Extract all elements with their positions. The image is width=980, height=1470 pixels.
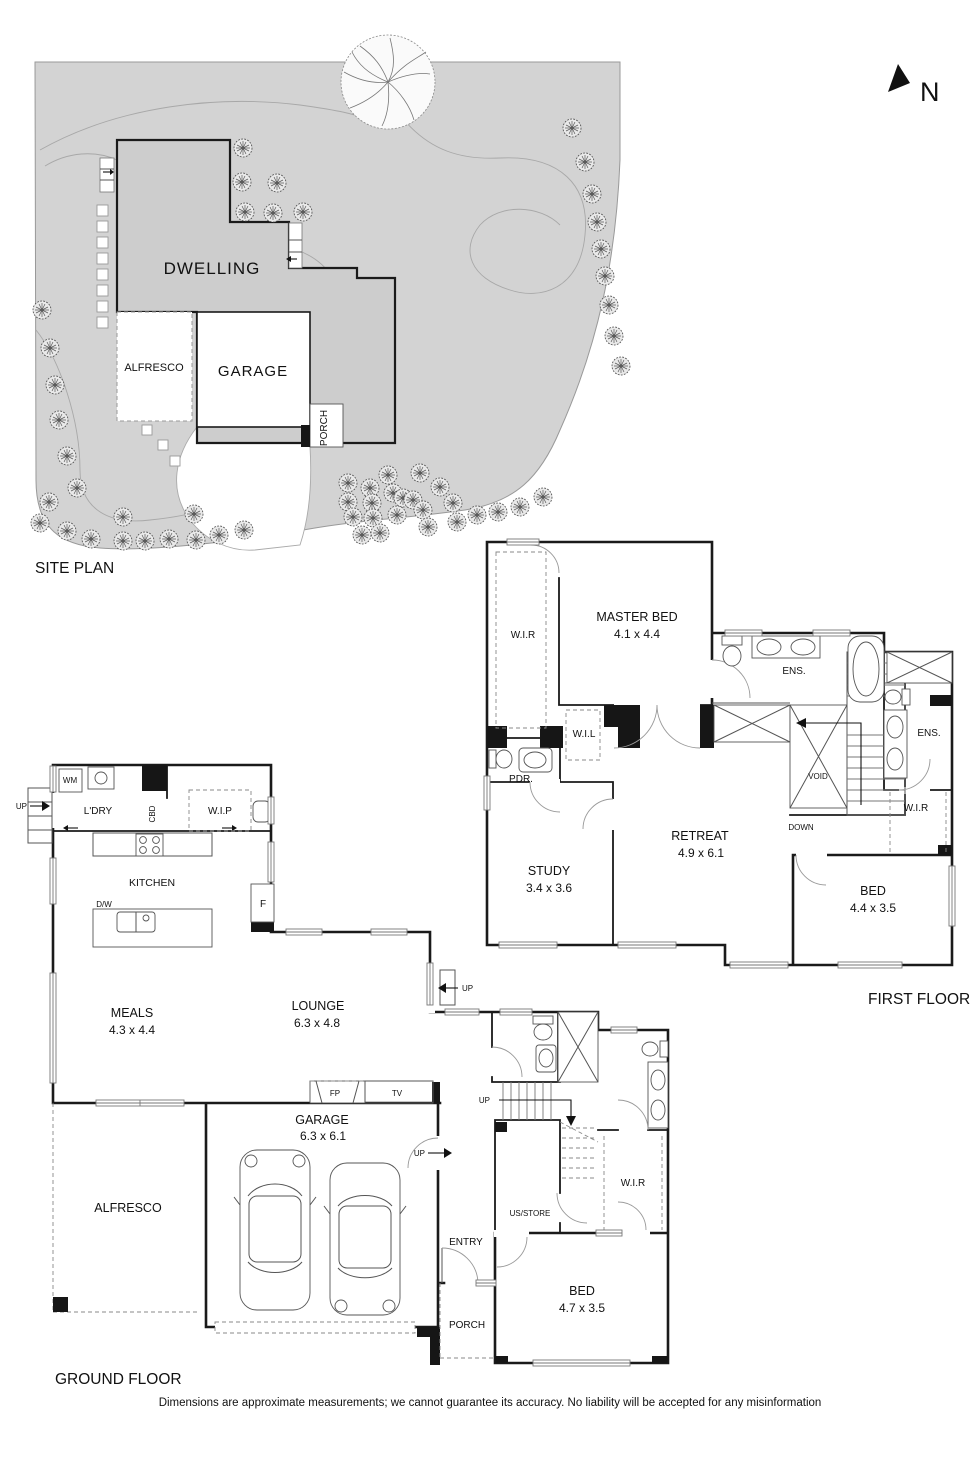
gf-cbd-label: CBD: [148, 805, 157, 822]
gf-porch-label: PORCH: [449, 1320, 485, 1331]
site-porch-area: [309, 403, 344, 448]
gf-garage-dims: 6.3 x 6.1: [300, 1129, 346, 1143]
ff-wir-right-label: W.I.R: [904, 803, 928, 814]
gf-alfresco-label: ALFRESCO: [94, 1201, 162, 1215]
ff-ens-main-label: ENS.: [782, 666, 805, 677]
ff-wil-label: W.I.L: [573, 729, 596, 740]
gf-lounge-label: LOUNGE: [292, 999, 345, 1013]
gf-us-store-label: US/STORE: [510, 1209, 551, 1218]
gf-bed-label: BED: [569, 1284, 595, 1298]
car-icon: [233, 1149, 317, 1311]
first-floor-windows: [483, 538, 956, 969]
site-porch-label: PORCH: [319, 410, 330, 446]
gf-ldry-label: L'DRY: [84, 806, 113, 817]
site-plan: DWELLING ALFRESCO GARAGE PORCH SITE PLAN: [30, 34, 631, 577]
ground-floor-title: GROUND FLOOR: [55, 1371, 182, 1388]
gf-tv-label: TV: [392, 1089, 403, 1098]
ff-study-label: STUDY: [528, 864, 571, 878]
gf-garage-label: GARAGE: [295, 1113, 349, 1127]
gf-wip-label: W.I.P: [208, 806, 232, 817]
ff-ens-right-label: ENS.: [917, 728, 940, 739]
gf-wm-label: WM: [63, 776, 78, 785]
ff-study-dims: 3.4 x 3.6: [526, 881, 572, 895]
tree-icon: [340, 34, 436, 130]
gf-fridge-label: F: [260, 899, 266, 910]
car-icon: [323, 1162, 407, 1316]
north-indicator: N: [888, 64, 940, 107]
gf-kitchen-label: KITCHEN: [129, 877, 175, 889]
ff-bed-dims: 4.4 x 3.5: [850, 901, 896, 915]
gf-bed-dims: 4.7 x 3.5: [559, 1301, 605, 1315]
ff-pdr-label: PDR.: [509, 774, 533, 785]
gf-up-label-lounge: UP: [462, 984, 473, 993]
north-arrow-icon: [888, 64, 910, 92]
ground-floor-windows: [49, 765, 638, 1367]
ff-master-bed-dims: 4.1 x 4.4: [614, 627, 660, 641]
gf-meals-label: MEALS: [111, 1006, 153, 1020]
gf-up-label-garage: UP: [414, 1149, 425, 1158]
gf-up-label-stairs: UP: [479, 1096, 490, 1105]
driveway: [176, 426, 312, 551]
ff-retreat-dims: 4.9 x 6.1: [678, 846, 724, 860]
site-garage-label: GARAGE: [218, 363, 288, 380]
gf-entry-label: ENTRY: [449, 1237, 483, 1248]
gf-up-label-west: UP: [16, 802, 27, 811]
north-label: N: [920, 77, 940, 107]
site-garage-area: [196, 311, 311, 428]
gf-dw-label: D/W: [96, 900, 112, 909]
ff-wir-left-label: W.I.R: [511, 630, 535, 641]
site-alfresco-area: [116, 311, 193, 422]
ff-master-bed-label: MASTER BED: [596, 610, 677, 624]
site-alfresco-label: ALFRESCO: [124, 362, 184, 374]
gf-lounge-dims: 6.3 x 4.8: [294, 1016, 340, 1030]
ground-floor-plan: WM L'DRY CBD W.I.P KITCHEN D/W F MEALS 4…: [16, 763, 670, 1388]
gf-wir-label: W.I.R: [621, 1178, 645, 1189]
gf-fp-label: FP: [330, 1089, 340, 1098]
gf-meals-dims: 4.3 x 4.4: [109, 1023, 155, 1037]
first-floor-plan: W.I.R MASTER BED 4.1 x 4.4 ENS. ENS. W.I…: [483, 538, 970, 1008]
disclaimer-text: Dimensions are approximate measurements;…: [159, 1397, 822, 1409]
ff-void-label: VOID: [808, 772, 828, 781]
ff-bed-label: BED: [860, 884, 886, 898]
ff-retreat-label: RETREAT: [671, 829, 729, 843]
stepping-stones: [96, 204, 181, 467]
ff-down-label: DOWN: [788, 823, 814, 832]
site-plan-title: SITE PLAN: [35, 560, 114, 577]
site-dwelling-label: DWELLING: [164, 259, 261, 278]
first-floor-title: FIRST FLOOR: [868, 991, 970, 1008]
